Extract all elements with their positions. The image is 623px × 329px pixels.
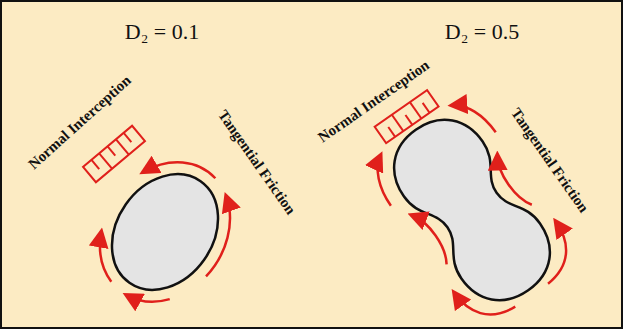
ellipse-particle <box>80 142 256 327</box>
case-heading: D₂ = 0.1 <box>125 19 199 45</box>
peanut-particle <box>348 72 584 327</box>
interception-box <box>83 126 145 182</box>
force-label: Normal Interception <box>25 72 134 173</box>
case-heading: D₂ = 0.5 <box>445 19 519 45</box>
